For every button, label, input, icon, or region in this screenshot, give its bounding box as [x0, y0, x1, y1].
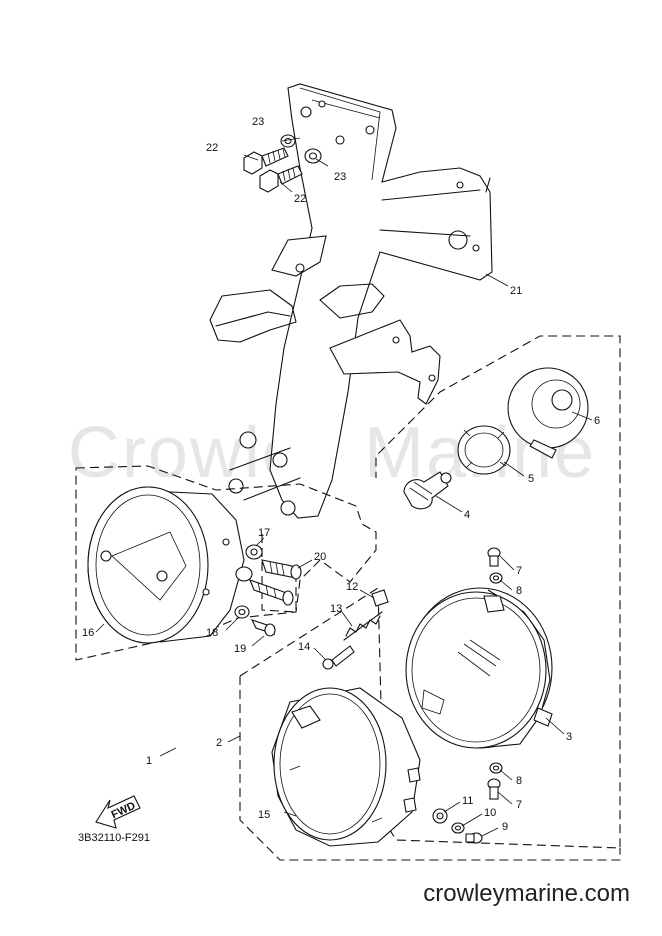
headlight-stay-bracket — [209, 83, 493, 519]
callout-16: 16 — [82, 627, 94, 639]
nut-12 — [371, 589, 389, 607]
washer-10 — [451, 822, 465, 834]
screw-7-upper — [487, 547, 501, 567]
socket-cover-6 — [507, 367, 589, 459]
bolt-19 — [250, 619, 276, 637]
bolt-20 — [261, 559, 302, 580]
callout-14: 14 — [298, 641, 310, 653]
callout-6: 6 — [594, 415, 600, 427]
callout-21: 21 — [510, 285, 522, 297]
callout-23: 23 — [334, 171, 346, 183]
washer-23-upper — [280, 134, 296, 148]
callout-13: 13 — [330, 603, 342, 615]
callout-2: 2 — [216, 737, 222, 749]
callout-23: 23 — [252, 116, 264, 128]
callout-9: 9 — [502, 821, 508, 833]
screw-14 — [322, 645, 355, 670]
callout-4: 4 — [464, 509, 470, 521]
screw-9 — [465, 832, 483, 844]
bolt-22-lower — [259, 165, 303, 193]
leader-lines — [95, 137, 593, 837]
callout-numbers: 23 23 22 22 21 6 5 4 7 8 3 8 7 9 10 11 1… — [82, 116, 600, 833]
callout-3: 3 — [566, 731, 572, 743]
callout-17: 17 — [258, 527, 270, 539]
callout-5: 5 — [528, 473, 534, 485]
callout-12: 12 — [346, 581, 358, 593]
diagram-code: 3B32110-F291 — [78, 832, 150, 844]
assembly-2-outline — [239, 335, 621, 861]
callout-20: 20 — [314, 551, 326, 563]
callout-10: 10 — [484, 807, 496, 819]
washer-8-lower — [489, 762, 503, 774]
callout-15: 15 — [258, 809, 270, 821]
assembly-1-outline — [75, 465, 377, 661]
callout-22: 22 — [294, 193, 306, 205]
callout-1: 1 — [146, 755, 152, 767]
callout-7: 7 — [516, 565, 522, 577]
headlight-unit-3 — [405, 587, 553, 749]
bolt-22-upper — [243, 147, 289, 175]
spring-13 — [343, 611, 383, 641]
washer-8-upper — [489, 572, 503, 584]
fwd-label: FWD — [110, 800, 138, 821]
bulb-retainer-5 — [457, 425, 511, 475]
callout-8: 8 — [516, 585, 522, 597]
headlight-rim-15 — [271, 687, 421, 847]
washer-23-lower — [304, 148, 322, 164]
bolt-group-outline — [261, 534, 297, 613]
fwd-arrow-icon: FWD — [95, 795, 141, 829]
callout-11: 11 — [462, 795, 473, 807]
callout-22: 22 — [206, 142, 218, 154]
callout-8: 8 — [516, 775, 522, 787]
bulb-4 — [403, 471, 452, 510]
callout-18: 18 — [206, 627, 218, 639]
screw-7-lower — [487, 778, 501, 800]
headlight-body-16 — [87, 486, 245, 644]
callout-7: 7 — [516, 799, 522, 811]
bolt-18 — [234, 605, 250, 619]
callout-19: 19 — [234, 643, 246, 655]
bolt-19-upper — [235, 566, 294, 606]
nut-11 — [432, 808, 448, 824]
collar-17 — [245, 544, 263, 560]
site-url[interactable]: crowleymarine.com — [423, 880, 630, 907]
